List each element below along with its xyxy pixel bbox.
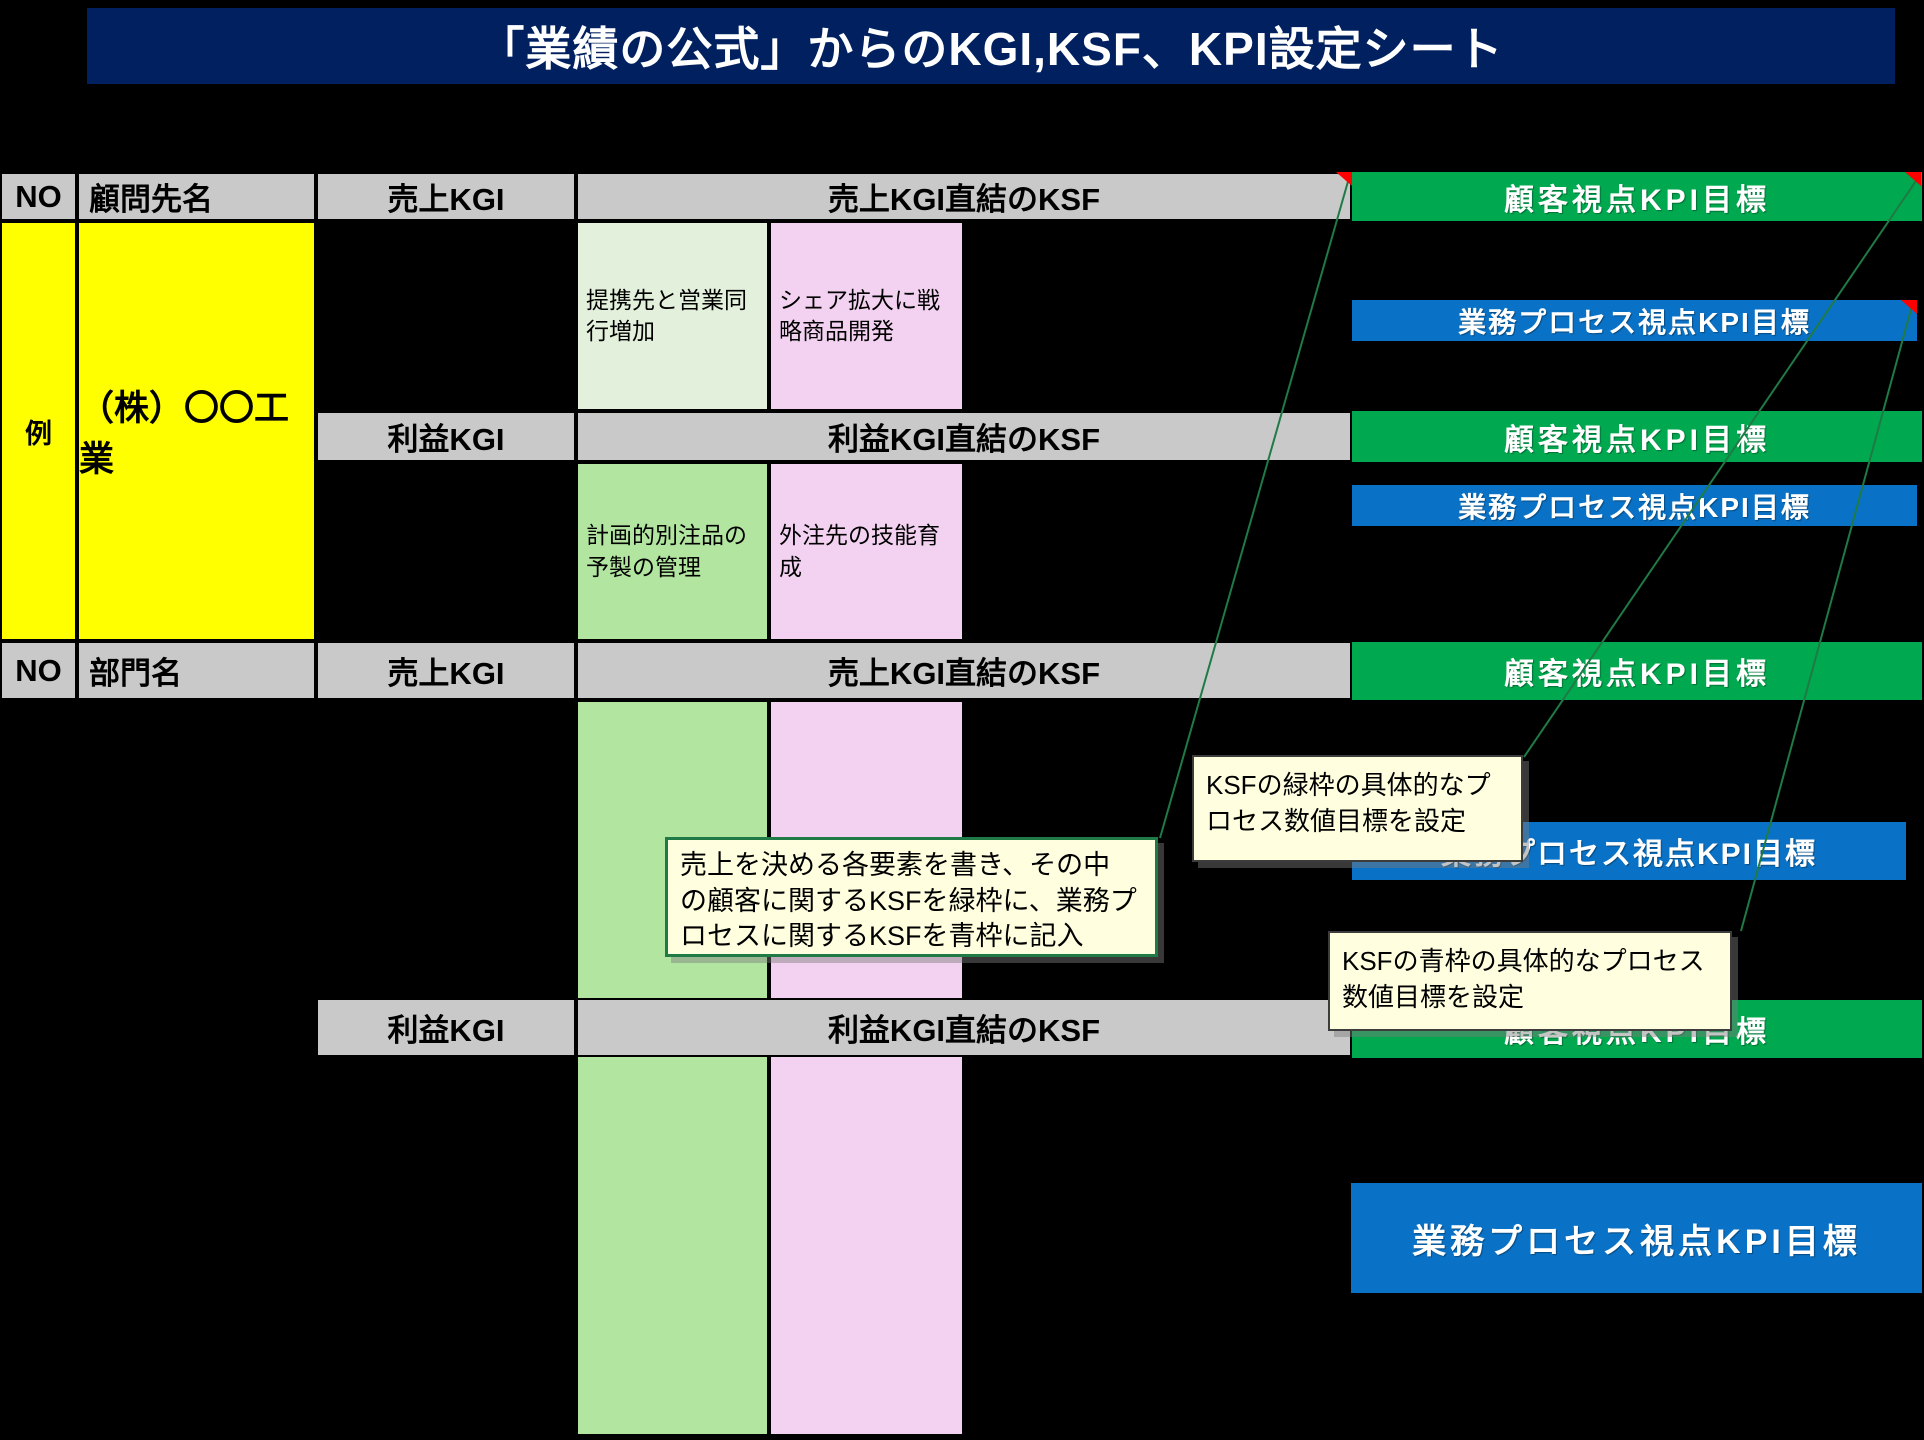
header2-no: NO [0,641,77,700]
comment-note-blue-kpi: KSFの青枠の具体的なプロセス 数値目標を設定 [1328,931,1732,1031]
comment-connector-line-ksf [1159,177,1350,839]
profit-kgi-input-cell-2[interactable] [316,1057,576,1436]
header1-client-name: 顧問先名 [77,172,316,221]
profit-kgi-header-1: 利益KGI [316,411,576,462]
comment-note-green-kpi: KSFの緑枠の具体的なプ ロセス数値目標を設定 [1192,755,1523,862]
customer-kpi-bar-3: 顧客視点KPI目標 [1352,642,1922,700]
header1-sales-kgi: 売上KGI [316,172,576,221]
sheet-title: 「業績の公式」からのKGI,KSF、KPI設定シート [478,23,1504,75]
example-company-cell[interactable]: （株）〇〇工業 [77,221,316,641]
header2-sales-ksf: 売上KGI直結のKSF [576,641,1352,700]
header1-sales-ksf: 売上KGI直結のKSF [576,172,1352,221]
customer-kpi-bar-1: 顧客視点KPI目標 [1352,172,1922,221]
customer-kpi-bar-2: 顧客視点KPI目標 [1352,411,1922,462]
profit-kgi-input-cell-1[interactable] [316,462,576,641]
process-kpi-bar-4: 業務プロセス視点KPI目標 [1351,1183,1922,1293]
sales-ksf-process-cell[interactable]: シェア拡大に戦 略商品開発 [769,221,964,411]
department-input-cell-2[interactable] [77,700,316,1436]
header2-sales-kgi: 売上KGI [316,641,576,700]
header2-department-name: 部門名 [77,641,316,700]
comment-note-ksf-entry: 売上を決める各要素を書き、その中 の顧客に関するKSFを緑枠に、業務プ ロセスに… [665,837,1158,957]
profit-ksf-customer-cell[interactable]: 計画的別注品の 予製の管理 [576,462,769,641]
profit-ksf-header-1: 利益KGI直結のKSF [576,411,1352,462]
sales-kgi-input-cell-1[interactable] [316,221,576,411]
process-kpi-bar-1: 業務プロセス視点KPI目標 [1352,300,1917,341]
ksf-process-input-column[interactable] [769,700,964,1436]
profit-kgi-header-2: 利益KGI [316,998,576,1057]
no-input-cell-2[interactable] [0,700,77,1436]
profit-ksf-process-cell[interactable]: 外注先の技能育 成 [769,462,964,641]
ksf-customer-input-column[interactable] [576,700,769,1436]
header1-no: NO [0,172,77,221]
profit-ksf-header-2: 利益KGI直結のKSF [576,998,1352,1057]
sheet-title-bar: 「業績の公式」からのKGI,KSF、KPI設定シート [87,8,1895,84]
sales-ksf-customer-cell[interactable]: 提携先と営業同 行増加 [576,221,769,411]
example-no-cell[interactable]: 例 [0,221,77,641]
process-kpi-bar-2: 業務プロセス視点KPI目標 [1352,485,1917,526]
sales-kgi-input-cell-2[interactable] [316,700,576,998]
